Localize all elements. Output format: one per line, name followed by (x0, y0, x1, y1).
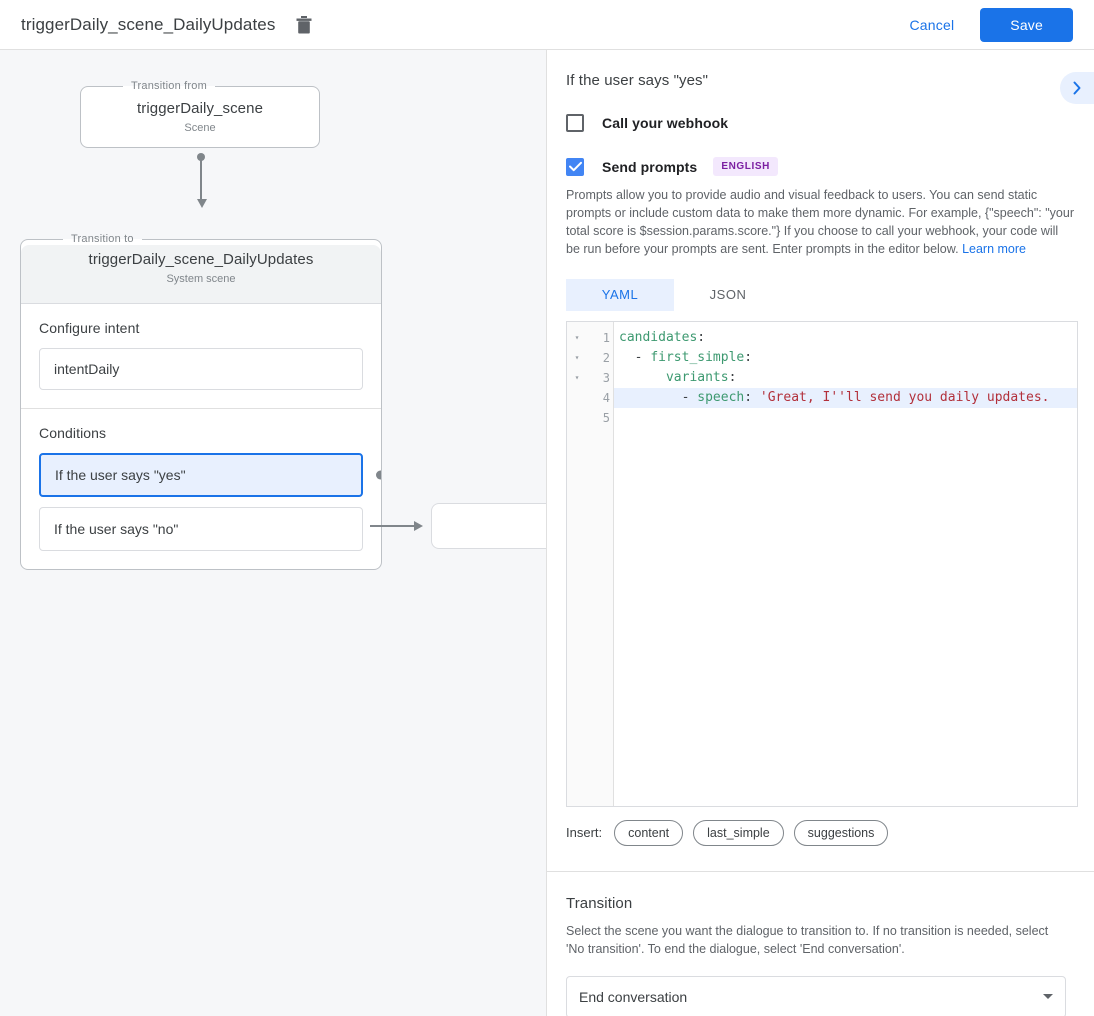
transition-from-body: triggerDaily_scene Scene (81, 92, 319, 148)
prompt-code-editor[interactable]: ▾ 1 ▾ 2 ▾ 3 4 (566, 320, 1078, 807)
line-number: 5 (602, 410, 610, 425)
conditions-label: Conditions (39, 425, 107, 441)
transition-to-node[interactable]: Transition to triggerDaily_scene_DailyUp… (20, 233, 382, 570)
configure-intent-section: Configure intent intentDaily (21, 304, 381, 408)
transition-section-description: Select the scene you want the dialogue t… (566, 923, 1049, 956)
page-title: triggerDaily_scene_DailyUpdates (21, 14, 276, 34)
editor-code-area[interactable]: candidates: - first_simple: variants: - … (614, 322, 1077, 806)
horizontal-connector (370, 521, 425, 531)
yaml-punctuation: : (697, 329, 706, 345)
yaml-dash: - (619, 349, 651, 365)
yaml-key: first_simple (650, 349, 745, 365)
save-button[interactable]: Save (980, 7, 1073, 42)
condition-item-yes[interactable]: If the user says "yes" (39, 453, 381, 497)
topbar-actions: Cancel Save (900, 7, 1073, 42)
prompts-description-text: Prompts allow you to provide audio and v… (566, 188, 1074, 257)
editor-gutter: ▾ 1 ▾ 2 ▾ 3 4 (567, 321, 614, 806)
next-node-placeholder[interactable] (431, 503, 546, 549)
cancel-button[interactable]: Cancel (900, 9, 965, 41)
webhook-row[interactable]: Call your webhook (566, 114, 1074, 132)
code-line-5 (614, 408, 1077, 428)
intent-field[interactable]: intentDaily (39, 348, 363, 390)
fold-toggle-icon[interactable]: ▾ (574, 353, 580, 362)
transition-section-title: Transition (566, 894, 633, 912)
condition-label: If the user says "yes" (55, 467, 186, 483)
insert-chip-content[interactable]: content (614, 819, 684, 846)
insert-chips-row: Insert: content last_simple suggestions (566, 819, 1074, 846)
connector-line (370, 525, 416, 527)
send-prompts-row[interactable]: Send prompts ENGLISH (566, 157, 1074, 176)
send-prompts-checkbox[interactable] (566, 157, 584, 176)
call-webhook-label: Call your webhook (602, 115, 729, 131)
conditions-section: Conditions If the user says "yes" If the… (21, 408, 381, 569)
check-icon (568, 161, 582, 172)
yaml-punctuation: : (744, 389, 760, 405)
insert-label: Insert: (566, 825, 603, 840)
fold-toggle-icon[interactable]: ▾ (574, 373, 580, 382)
transition-from-legend: Transition from (131, 80, 207, 92)
chevron-right-icon (1073, 81, 1081, 95)
condition-label: If the user says "no" (54, 521, 179, 537)
gutter-row: ▾ 2 (567, 348, 613, 368)
gutter-row: ▾ 3 (567, 368, 613, 388)
connector-arrow-icon (196, 199, 207, 208)
transition-to-legend: Transition to (71, 233, 134, 245)
line-number: 2 (602, 350, 610, 365)
code-line-1: candidates: (614, 328, 1077, 348)
yaml-key: speech (697, 389, 745, 405)
insert-chip-suggestions[interactable]: suggestions (793, 819, 889, 846)
yaml-punctuation: : (744, 349, 753, 365)
condition-item-no[interactable]: If the user says "no" (39, 507, 363, 551)
gutter-row: 5 (567, 408, 613, 428)
code-line-3: variants: (614, 368, 1077, 388)
transition-to-header: triggerDaily_scene_DailyUpdates System s… (21, 245, 381, 304)
transition-from-node[interactable]: Transition from triggerDaily_scene Scene (80, 80, 320, 148)
code-line-4: - speech: 'Great, I''ll send you daily u… (614, 387, 1077, 408)
tab-json[interactable]: JSON (709, 287, 747, 302)
details-panel-content: If the user says "yes" Call your webhook… (547, 50, 1094, 1016)
scene-graph-canvas[interactable]: Transition from triggerDaily_scene Scene… (0, 50, 547, 1016)
transition-select[interactable]: End conversation (566, 975, 1066, 1016)
gutter-row: 4 (567, 388, 613, 408)
yaml-key: candidates (619, 329, 698, 345)
line-number: 1 (602, 330, 610, 345)
transition-from-title: triggerDaily_scene (136, 100, 264, 117)
configure-intent-label: Configure intent (39, 320, 140, 336)
transition-to-subtitle: System scene (166, 273, 236, 285)
tab-yaml[interactable]: YAML (566, 278, 674, 311)
delete-button[interactable] (291, 12, 317, 38)
yaml-key: variants (619, 369, 729, 385)
call-webhook-checkbox[interactable] (566, 114, 584, 132)
yaml-string: 'Great, I''ll send you daily updates. (759, 389, 1050, 405)
insert-chip-last-simple[interactable]: last_simple (693, 819, 784, 846)
code-line-2: - first_simple: (614, 348, 1077, 368)
fold-toggle-icon[interactable]: ▾ (574, 333, 580, 342)
section-divider (547, 870, 1094, 872)
trash-icon (296, 15, 312, 33)
transition-select-value: End conversation (579, 988, 688, 1005)
yaml-dash: - (619, 389, 698, 405)
top-bar: triggerDaily_scene_DailyUpdates Cancel S… (0, 0, 1094, 50)
language-badge: ENGLISH (713, 157, 778, 176)
editor-format-tabs: YAML JSON (566, 278, 1074, 311)
collapse-panel-button[interactable] (1060, 72, 1094, 104)
transition-from-subtitle: Scene (184, 122, 216, 134)
condition-output-dot (376, 470, 381, 480)
details-panel: If the user says "yes" Call your webhook… (547, 50, 1094, 1016)
yaml-punctuation: : (728, 369, 737, 385)
chevron-down-icon (1043, 994, 1053, 1000)
gutter-row: ▾ 1 (567, 328, 613, 348)
line-number: 4 (602, 390, 610, 405)
connector-line (200, 157, 202, 201)
line-number: 3 (602, 370, 610, 385)
panel-title: If the user says "yes" (566, 72, 709, 89)
send-prompts-label: Send prompts (602, 158, 698, 175)
transition-to-title: triggerDaily_scene_DailyUpdates (88, 251, 314, 268)
prompts-description: Prompts allow you to provide audio and v… (566, 186, 1074, 259)
learn-more-link[interactable]: Learn more (962, 242, 1026, 257)
vertical-connector (196, 153, 207, 213)
connector-arrow-icon (414, 521, 423, 531)
